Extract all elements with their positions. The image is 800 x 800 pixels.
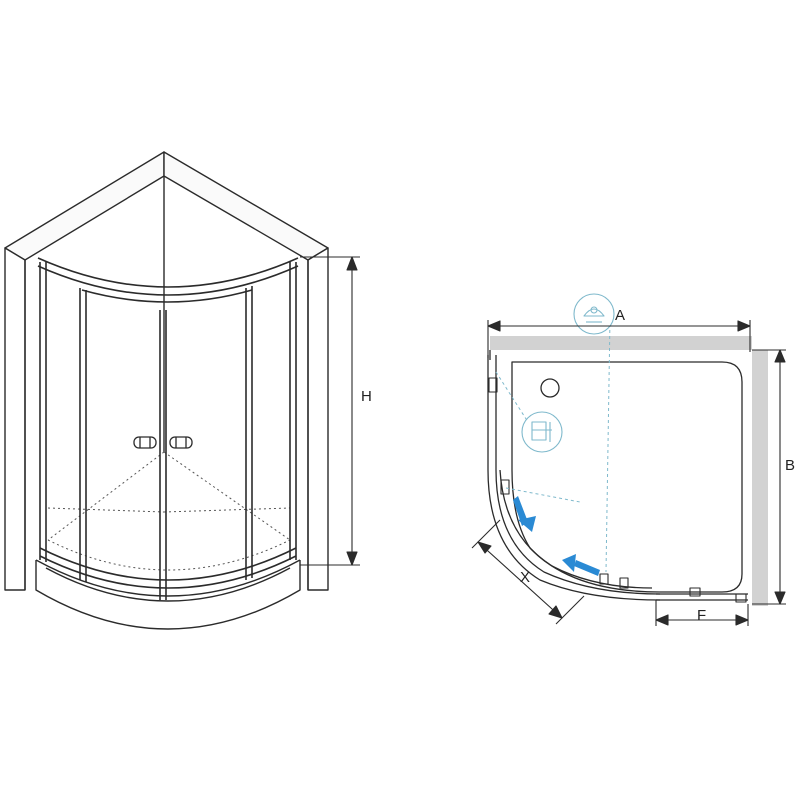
panel-label: F [697,607,706,624]
drain-icon [540,378,560,398]
width-label: A [615,307,625,324]
enclosure-arc-inner [495,355,661,595]
height-dimension [300,256,360,566]
diagonal-dimension [471,519,585,625]
shower-tray [35,559,301,630]
right-wall [752,350,768,606]
bottom-curved-rail [39,547,297,589]
depth-label: B [785,457,795,474]
detail-callout-1 [521,411,563,453]
enclosure-arc-outer [487,355,661,601]
tray-outline [511,361,743,593]
door-handles [133,436,193,449]
slide-arrow-right-icon [562,554,600,576]
floor-dotted-outline [47,451,291,571]
front-perspective-view [4,151,360,630]
top-curved-rail [37,257,299,303]
depth-dimension [752,349,786,605]
detail-leaders [495,317,611,573]
right-handle-icon [169,436,193,449]
enclosure-arc-door [499,469,653,589]
top-wall [490,336,752,350]
corner-walls [4,151,329,591]
diagonal-label: X [520,569,530,586]
roller-marks [488,377,747,603]
width-dimension [487,320,751,358]
left-handle-icon [133,436,157,449]
plan-top-view [471,293,786,626]
slide-arrow-left-icon [513,496,536,532]
frame-posts [39,262,297,600]
panel-dimension [655,600,749,626]
height-label: H [361,388,372,405]
sliding-arrows [513,496,600,576]
detail-callout-2 [573,293,615,335]
